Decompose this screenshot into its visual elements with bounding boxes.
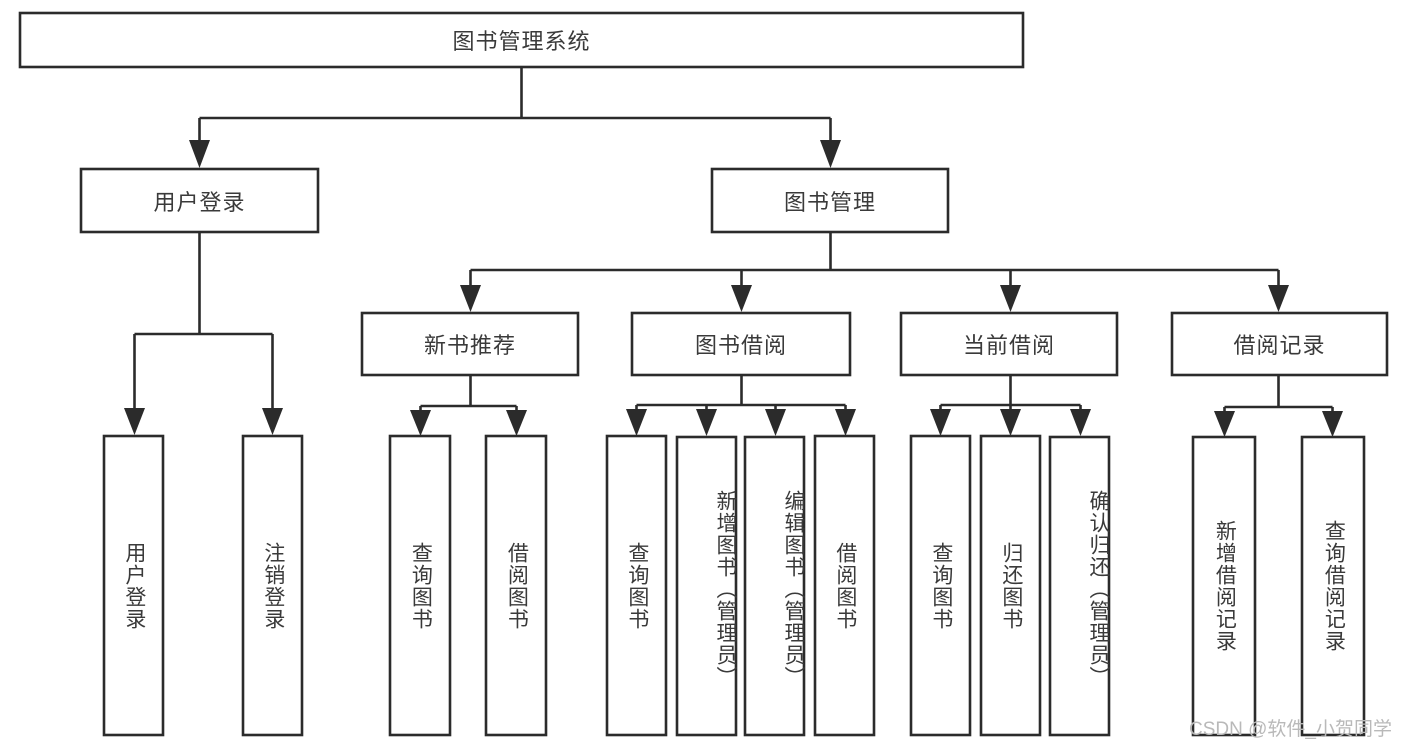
node-box-user-login[interactable] [79, 167, 320, 234]
arrow-head-icon-nbr-1 [410, 410, 431, 436]
arrow-head-icon-level2-2 [820, 140, 841, 168]
node-box-leaf-edit-book[interactable] [743, 435, 806, 737]
arrow-head-icon-ul-2 [262, 408, 283, 435]
node-box-leaf-query-book-1[interactable] [388, 434, 452, 737]
node-box-new-book-rec[interactable] [360, 311, 580, 377]
arrow-head-icon-level2-1 [189, 140, 210, 168]
node-box-leaf-return-book[interactable] [979, 434, 1042, 737]
node-box-leaf-add-book[interactable] [675, 435, 738, 737]
node-box-leaf-add-record[interactable] [1191, 435, 1257, 737]
arrow-head-icon-cb-3 [1070, 409, 1091, 436]
node-box-leaf-user-login[interactable] [102, 434, 165, 737]
arrow-head-icon-l3-1 [460, 285, 481, 312]
arrow-head-icon-br-2 [1322, 411, 1343, 437]
node-box-current-borrow[interactable] [899, 311, 1119, 377]
node-box-book-borrow[interactable] [630, 311, 852, 377]
node-box-leaf-borrow-book-1[interactable] [484, 434, 548, 737]
node-box-leaf-borrow-book-2[interactable] [813, 434, 876, 737]
arrow-head-icon-cb-1 [930, 409, 951, 436]
arrow-head-icon-ul-1 [124, 408, 145, 435]
node-box-leaf-query-record[interactable] [1300, 435, 1366, 737]
arrow-head-icon-bb-3 [765, 409, 786, 436]
node-box-root[interactable] [18, 11, 1025, 69]
node-box-leaf-query-book-2[interactable] [605, 434, 668, 737]
arrow-head-icon-bb-2 [696, 409, 717, 436]
arrow-head-icon-cb-2 [1000, 409, 1021, 436]
arrow-head-icon-bb-1 [626, 409, 647, 436]
arrow-head-icon-br-1 [1214, 411, 1235, 437]
arrow-head-icon-l3-3 [1000, 285, 1021, 312]
node-box-leaf-confirm-return[interactable] [1048, 435, 1111, 737]
arrow-head-icon-nbr-2 [506, 410, 527, 436]
node-box-leaf-user-logout[interactable] [241, 434, 304, 737]
watermark-text: CSDN @软件_小贺同学 [1189, 719, 1392, 740]
node-box-book-manage[interactable] [710, 167, 950, 234]
node-box-leaf-query-book-3[interactable] [909, 434, 972, 737]
arrow-head-icon-l3-2 [731, 285, 752, 312]
arrow-head-icon-bb-4 [835, 409, 856, 436]
node-box-borrow-record[interactable] [1170, 311, 1389, 377]
arrow-head-icon-l3-4 [1268, 285, 1289, 312]
